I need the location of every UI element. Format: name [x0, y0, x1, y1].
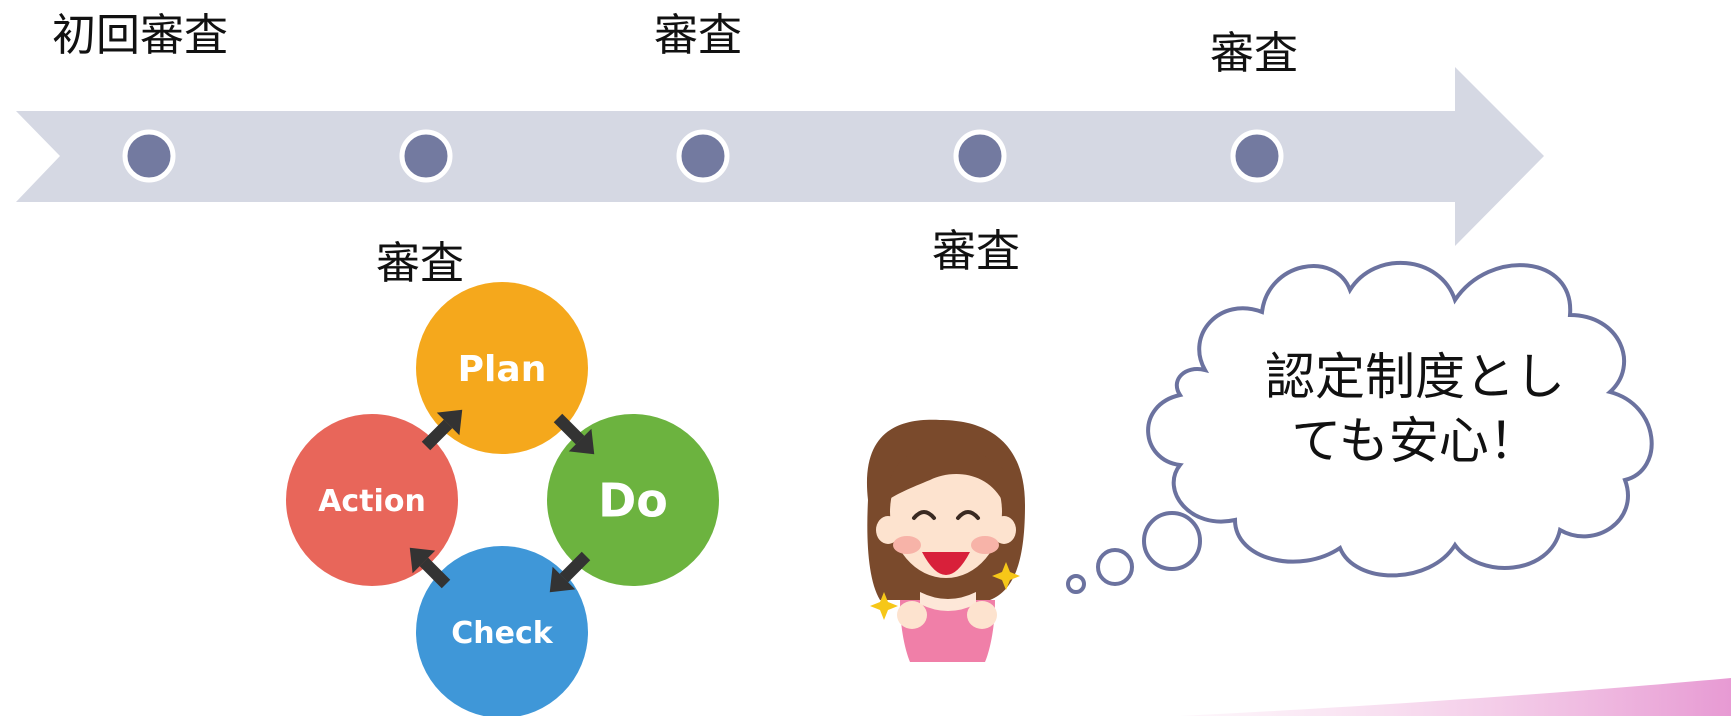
thought-cloud [1146, 260, 1654, 578]
pdca-arrow [553, 413, 585, 445]
pdca-arrow-head [568, 428, 595, 455]
timeline-marker [676, 129, 730, 183]
pdca-step-label: Do [598, 474, 668, 528]
pdca-arrow-head [549, 566, 576, 593]
pdca-arrow-head [409, 547, 436, 574]
thought-bubble-text: 認定制度とし ても安心！ [1195, 345, 1635, 473]
pdca-step-label: Check [451, 616, 554, 651]
timeline-arrow [16, 67, 1544, 246]
timeline-stage-label: 審査 [654, 10, 742, 61]
thought-dot-small [1066, 574, 1086, 594]
pdca-arrow [419, 557, 451, 589]
pdca-arrow [421, 419, 453, 451]
pdca-arrow-head [436, 409, 463, 436]
pdca-step-circle [416, 546, 588, 716]
thought-bubble [1066, 260, 1654, 594]
pdca-step-label: Action [318, 484, 426, 519]
timeline-marker [122, 129, 176, 183]
pdca-step-circle [547, 414, 719, 586]
timeline-marker [1230, 129, 1284, 183]
timeline-marker [399, 129, 453, 183]
girl-illustration [866, 419, 1025, 662]
thought-dot-medium [1096, 548, 1134, 586]
pdca-step-label: Plan [458, 349, 547, 390]
thought-bubble-line: ても安心！ [1291, 412, 1539, 470]
pdca-step-circle [286, 414, 458, 586]
timeline-stage-label: 審査 [932, 226, 1020, 277]
pdca-arrow [559, 551, 591, 583]
timeline-stage-label: 審査 [1210, 28, 1298, 79]
timeline-marker [953, 129, 1007, 183]
thought-dot-large [1142, 511, 1202, 571]
timeline-markers [122, 129, 1284, 183]
pink-swoosh-decoration [1180, 678, 1731, 716]
timeline-stage-label: 初回審査 [52, 10, 228, 61]
timeline-stage-label: 審査 [376, 238, 464, 289]
thought-bubble-line: 認定制度とし [1265, 348, 1565, 406]
